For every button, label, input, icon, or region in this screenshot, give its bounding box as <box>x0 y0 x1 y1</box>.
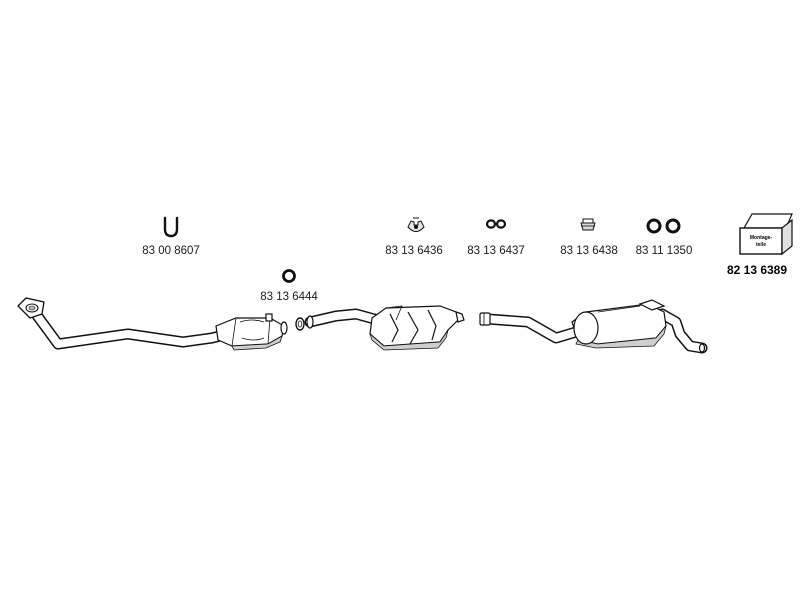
part-number: 83 13 6437 <box>467 245 525 257</box>
mounting-kit[interactable]: Montage- teile 82 13 6389 <box>727 213 793 277</box>
part-number: 83 13 6438 <box>560 245 618 257</box>
part-clamp-link[interactable]: 83 13 6437 <box>467 219 525 257</box>
part-gasket-front[interactable]: 83 13 6444 <box>260 269 318 304</box>
middle-silencer[interactable] <box>304 305 465 351</box>
part-rubber-mount[interactable]: 83 13 6438 <box>560 218 618 257</box>
mounting-kit-box-icon: Montage- teile <box>739 213 793 256</box>
u-clamp-icon <box>163 216 179 238</box>
rubber-mount-icon <box>580 218 596 231</box>
double-ring-icon <box>646 218 681 234</box>
part-number: 83 13 6444 <box>260 291 318 303</box>
rear-silencer[interactable] <box>571 299 708 354</box>
inline-gasket <box>295 317 305 331</box>
kit-part-number: 82 13 6389 <box>727 263 787 277</box>
part-rubber-rings[interactable]: 83 11 1350 <box>636 218 693 257</box>
ring-gasket-icon <box>282 269 296 283</box>
connecting-pipe[interactable] <box>479 312 582 344</box>
flange-icon <box>17 297 45 319</box>
part-hanger-bracket[interactable]: 83 13 6436 <box>385 217 443 257</box>
front-pipe[interactable] <box>17 297 242 350</box>
svg-text:teile: teile <box>756 242 766 248</box>
part-number: 83 11 1350 <box>636 245 693 257</box>
clamp-link-icon <box>485 219 507 229</box>
hanger-bracket-icon <box>407 217 425 232</box>
part-u-clamp[interactable]: 83 00 8607 <box>142 216 200 257</box>
part-number: 83 00 8607 <box>142 245 200 257</box>
catalytic-converter[interactable] <box>215 313 288 351</box>
part-number: 83 13 6436 <box>385 245 443 257</box>
svg-text:Montage-: Montage- <box>750 235 773 241</box>
